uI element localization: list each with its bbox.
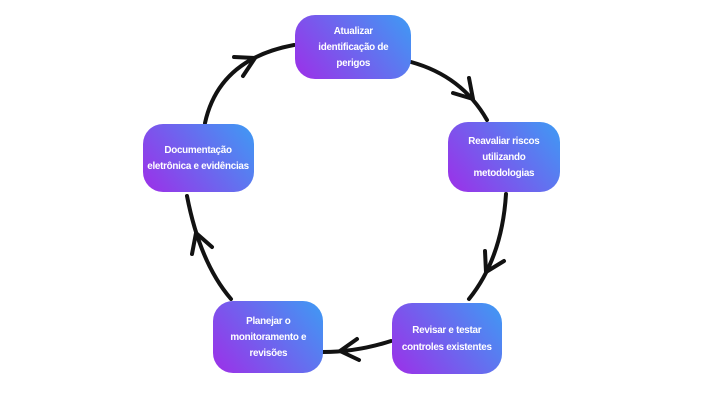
step-label: Planejar o monitoramento e revisões	[230, 314, 306, 360]
arrowhead-icon	[190, 231, 214, 256]
step-label: Revisar e testar controles existentes	[402, 324, 492, 353]
arrow-documentation-to-update	[203, 43, 296, 125]
step-plan-monitoring-reviews: Planejar o monitoramento e revisões	[213, 301, 323, 373]
arrow-arc	[203, 43, 296, 125]
arrowhead-icon	[338, 337, 361, 362]
step-review-test-controls: Revisar e testar controles existentes	[392, 303, 502, 374]
arrow-arc	[321, 339, 393, 354]
arrowhead-icon	[451, 76, 475, 101]
arrow-arc	[467, 192, 508, 301]
arrow-review-to-plan	[321, 337, 393, 362]
arrow-arc	[409, 60, 489, 122]
arrowhead-icon	[483, 249, 506, 274]
step-label: Atualizar identificação de perigos	[317, 24, 389, 70]
step-label: Documentação eletrônica e evidências	[147, 143, 250, 172]
arrowhead-icon	[232, 55, 257, 78]
step-label: Reavaliar riscos utilizando metodologias	[468, 134, 540, 180]
arrow-reassess-to-review	[467, 192, 508, 301]
arrow-update-to-reassess	[409, 60, 489, 122]
step-reassess-risks: Reavaliar riscos utilizando metodologias	[448, 122, 560, 192]
step-electronic-documentation: Documentação eletrônica e evidências	[143, 124, 254, 192]
step-update-hazard-identification: Atualizar identificação de perigos	[295, 15, 411, 79]
arrow-arc	[185, 194, 233, 301]
arrow-plan-to-documentation	[185, 194, 233, 301]
